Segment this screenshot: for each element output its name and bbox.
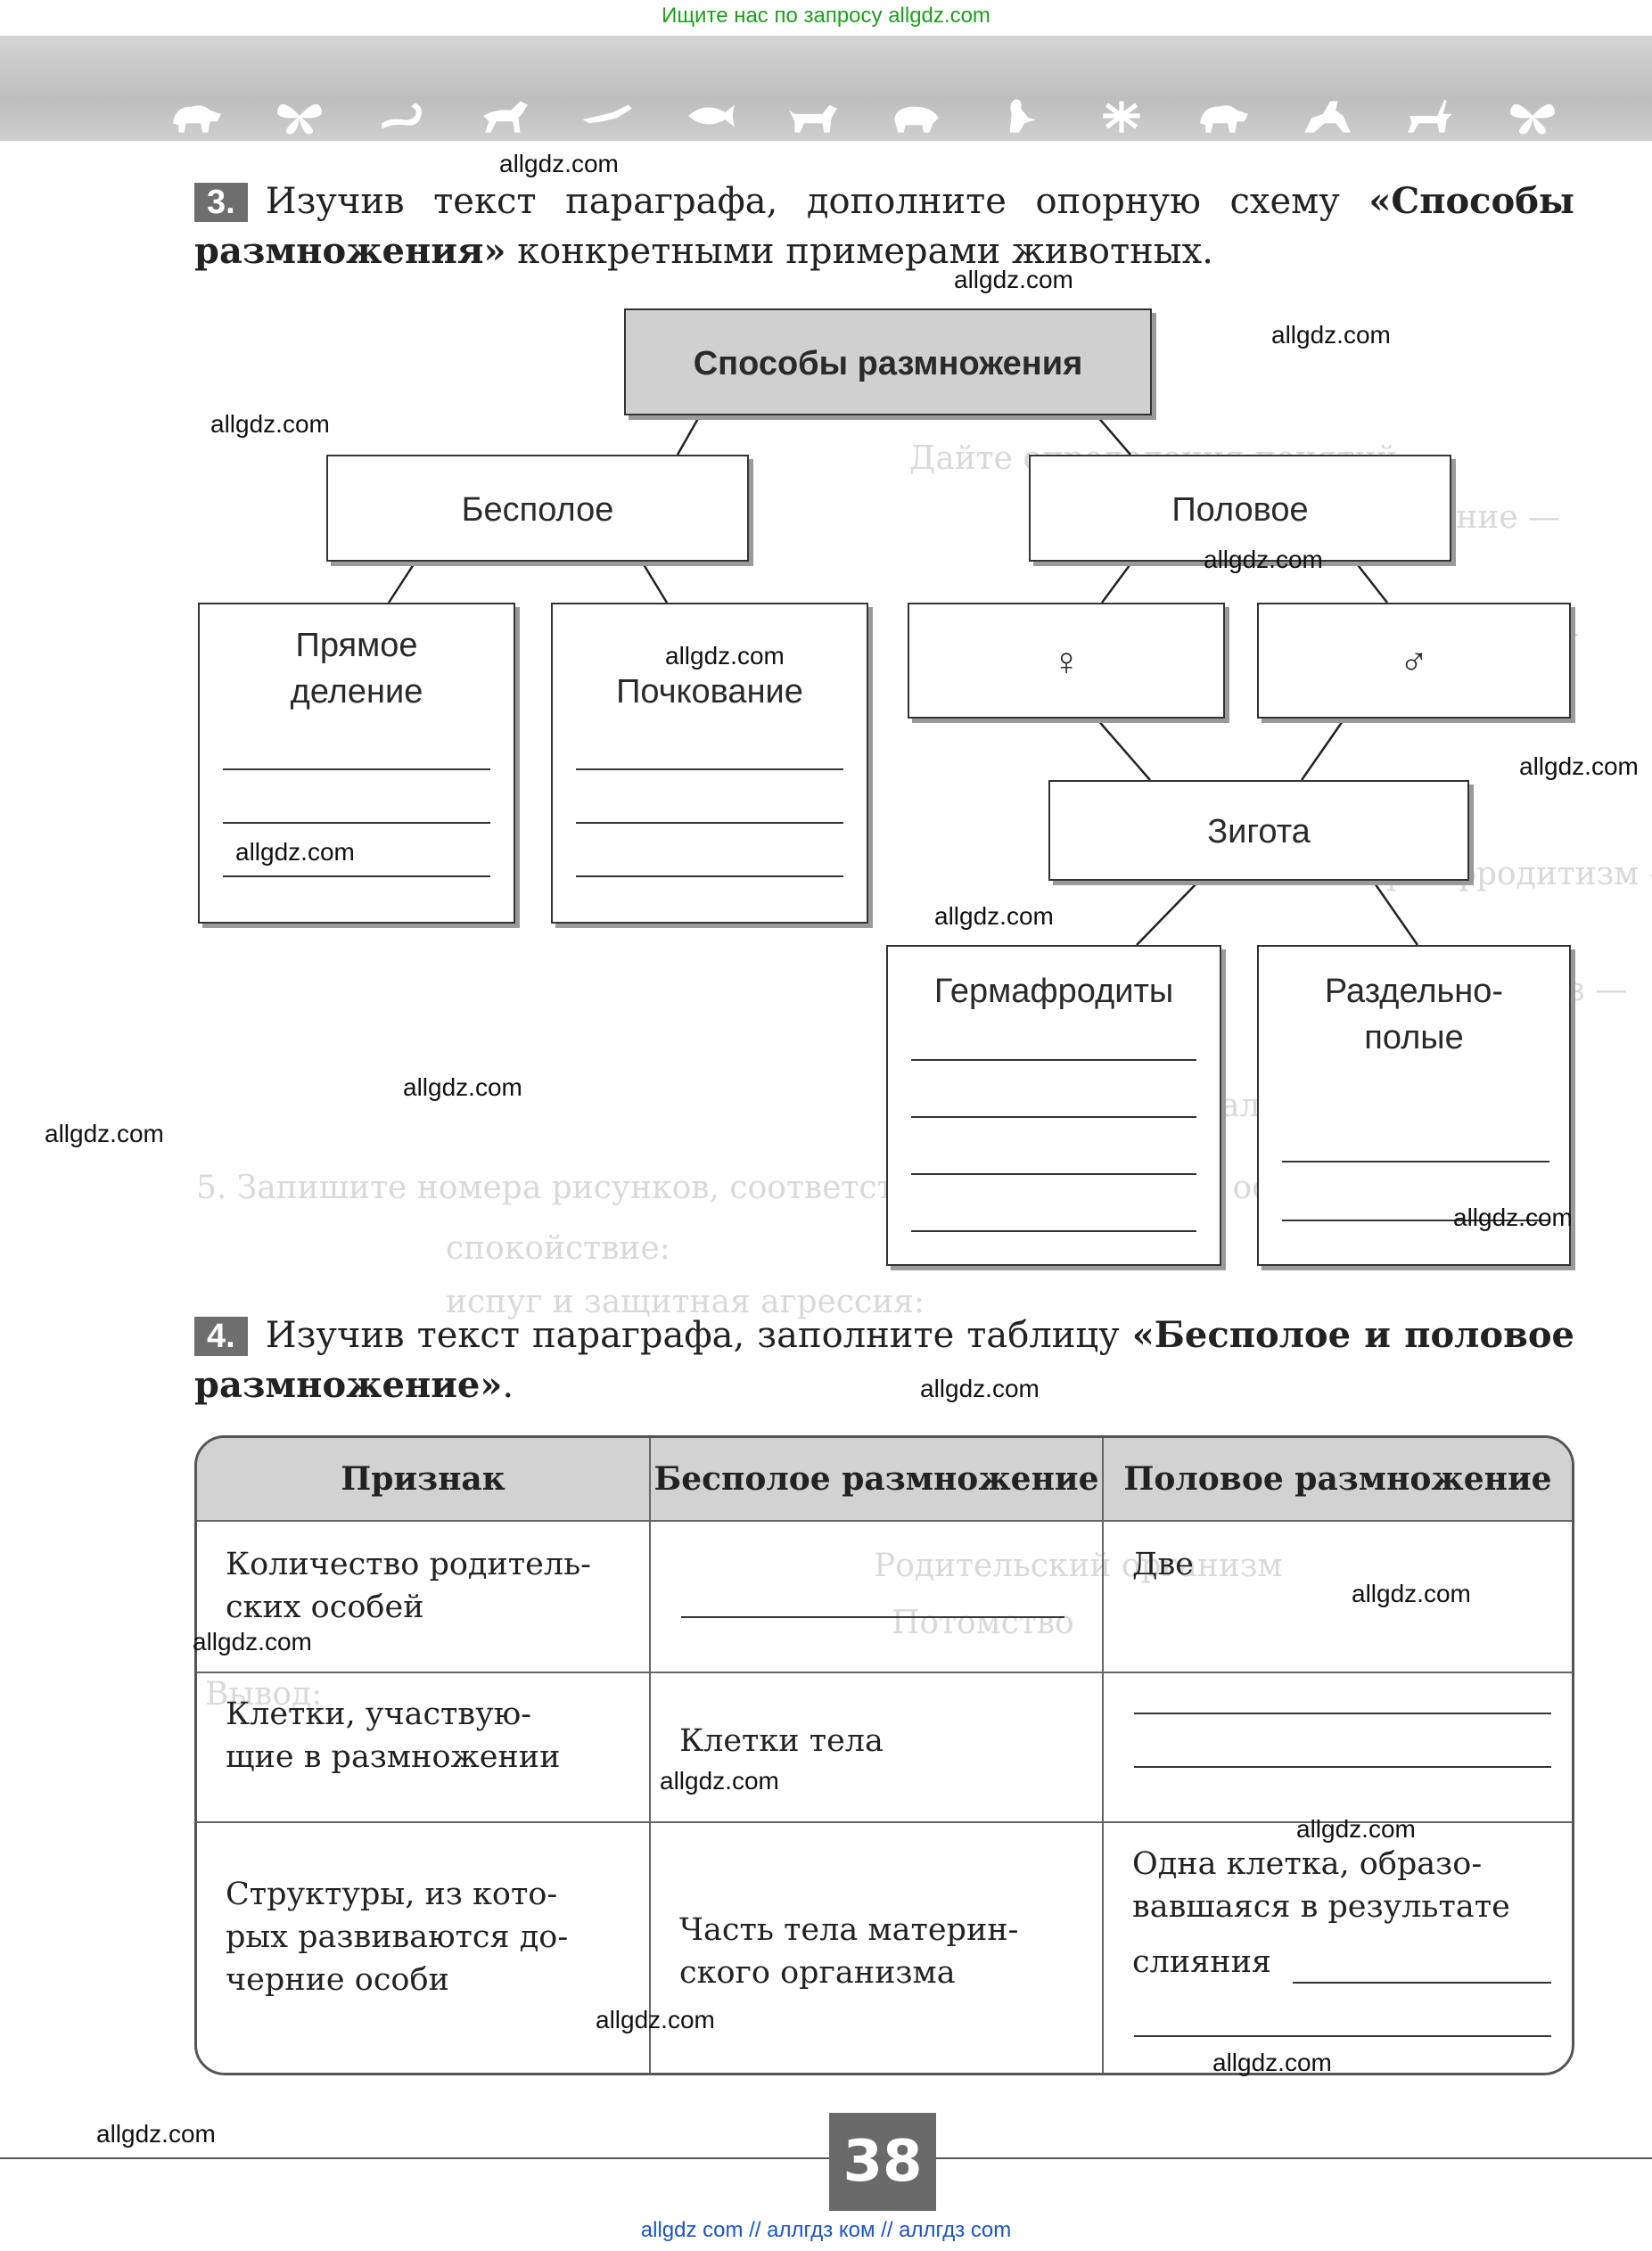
cell-line: Две: [1132, 1543, 1194, 1586]
cell-line: ских особей: [226, 1586, 424, 1629]
answer-line[interactable]: [681, 1616, 1064, 1618]
watermark: allgdz.com: [1519, 752, 1639, 781]
answer-line[interactable]: [911, 1116, 1196, 1118]
watermark: allgdz.com: [1271, 321, 1391, 349]
feature-cell: Структуры, из кото- рых развиваются до- …: [197, 1822, 650, 2073]
male-gamete-box: ♂: [1257, 603, 1571, 719]
table-header: Бесполое размножение: [650, 1438, 1103, 1521]
answer-line[interactable]: [576, 875, 843, 877]
watermark: allgdz.com: [235, 838, 355, 867]
cell-line: Одна клетка, образо-: [1132, 1843, 1482, 1885]
cell-line: вавшаяся в результате: [1132, 1885, 1510, 1928]
asexual-box: Бесполое: [326, 455, 749, 562]
watermark: allgdz.com: [45, 1120, 164, 1148]
watermark: allgdz.com: [1453, 1204, 1573, 1232]
female-gamete-box: ♀: [908, 603, 1225, 719]
task-number: 4.: [194, 1317, 248, 1356]
answer-line[interactable]: [1134, 1713, 1551, 1714]
table-header: Половое размножение: [1103, 1438, 1572, 1521]
asexual-cell: Часть тела материн- ского организма: [650, 1822, 1103, 2073]
cell-line: рых развиваются до-: [226, 1916, 568, 1959]
answer-line[interactable]: [223, 768, 490, 770]
page-number: 38: [829, 2113, 936, 2211]
watermark: allgdz.com: [1212, 2049, 1332, 2077]
sexual-cell: Одна клетка, образо- вавшаяся в результа…: [1103, 1822, 1572, 2073]
cell-line: ского организма: [679, 1951, 956, 1994]
watermark: allgdz.com: [193, 1628, 312, 1656]
cell-line: черние особи: [226, 1959, 449, 2001]
answer-line[interactable]: [1134, 1766, 1551, 1768]
diagram-root-box: Способы размножения: [624, 308, 1152, 415]
table-header: Признак: [197, 1438, 650, 1521]
watermark: allgdz.com: [660, 1767, 779, 1795]
budding-label: Почкование: [553, 669, 867, 715]
sexual-cell: Две: [1103, 1521, 1572, 1672]
footer-rule: [0, 2157, 1652, 2159]
answer-line[interactable]: [223, 822, 490, 824]
answer-line[interactable]: [1282, 1161, 1549, 1162]
direct-division-label-1: Прямое: [200, 622, 514, 669]
cell-line: Клетки, участвую-: [226, 1693, 531, 1736]
watermark: allgdz.com: [96, 2120, 216, 2148]
answer-line[interactable]: [223, 875, 490, 877]
answer-line[interactable]: [576, 768, 843, 770]
watermark: allgdz.com: [499, 150, 619, 178]
cell-line: щие в размножении: [226, 1736, 560, 1779]
answer-line[interactable]: [911, 1230, 1196, 1232]
direct-division-box: Прямое деление: [198, 603, 515, 924]
dioecious-label-1: Раздельно-: [1259, 968, 1569, 1015]
hermaphrodites-box: Гермафродиты: [886, 945, 1221, 1266]
dioecious-label-2: полые: [1259, 1015, 1569, 1061]
feature-cell: Клетки, участвую- щие в размножении: [197, 1672, 650, 1822]
watermark: allgdz.com: [596, 2006, 715, 2034]
table-row: Структуры, из кото- рых развиваются до- …: [197, 1822, 1572, 2073]
answer-line[interactable]: [576, 822, 843, 824]
cell-line: Часть тела материн-: [679, 1909, 1018, 1951]
cell-line: слияния: [1132, 1941, 1271, 1984]
task-4-instruction: 4.Изучив текст параграфа, заполните табл…: [194, 1310, 1574, 1410]
cell-line: Количество родитель-: [226, 1543, 591, 1586]
watermark: allgdz.com: [920, 1375, 1040, 1403]
hermaphrodites-label: Гермафродиты: [888, 968, 1220, 1015]
answer-line[interactable]: [1293, 1982, 1551, 1984]
asexual-cell: [650, 1521, 1103, 1672]
bottom-notice[interactable]: allgdz com // аллгдз ком // аллгдз com: [0, 2218, 1652, 2243]
watermark: allgdz.com: [665, 642, 785, 670]
watermark: allgdz.com: [1204, 546, 1323, 574]
answer-line[interactable]: [911, 1173, 1196, 1175]
cell-line: Клетки тела: [679, 1720, 884, 1762]
reproduction-comparison-table: Признак Бесполое размножение Половое раз…: [194, 1435, 1574, 2075]
direct-division-label-2: деление: [200, 669, 514, 715]
male-symbol-icon: ♂: [1400, 640, 1429, 684]
watermark: allgdz.com: [954, 266, 1073, 294]
answer-line[interactable]: [1134, 2035, 1551, 2037]
watermark: allgdz.com: [210, 410, 330, 439]
female-symbol-icon: ♀: [1052, 640, 1081, 684]
zygote-box: Зигота: [1048, 780, 1469, 881]
asexual-cell: Клетки тела: [650, 1672, 1103, 1822]
sexual-cell: [1103, 1672, 1572, 1822]
watermark: allgdz.com: [1352, 1580, 1471, 1608]
table-row: Клетки, участвую- щие в размножении Клет…: [197, 1672, 1572, 1822]
watermark: allgdz.com: [934, 902, 1054, 931]
watermark: allgdz.com: [1296, 1815, 1416, 1844]
watermark: allgdz.com: [403, 1073, 522, 1102]
answer-line[interactable]: [911, 1059, 1196, 1061]
cell-line: Структуры, из кото-: [226, 1873, 557, 1916]
